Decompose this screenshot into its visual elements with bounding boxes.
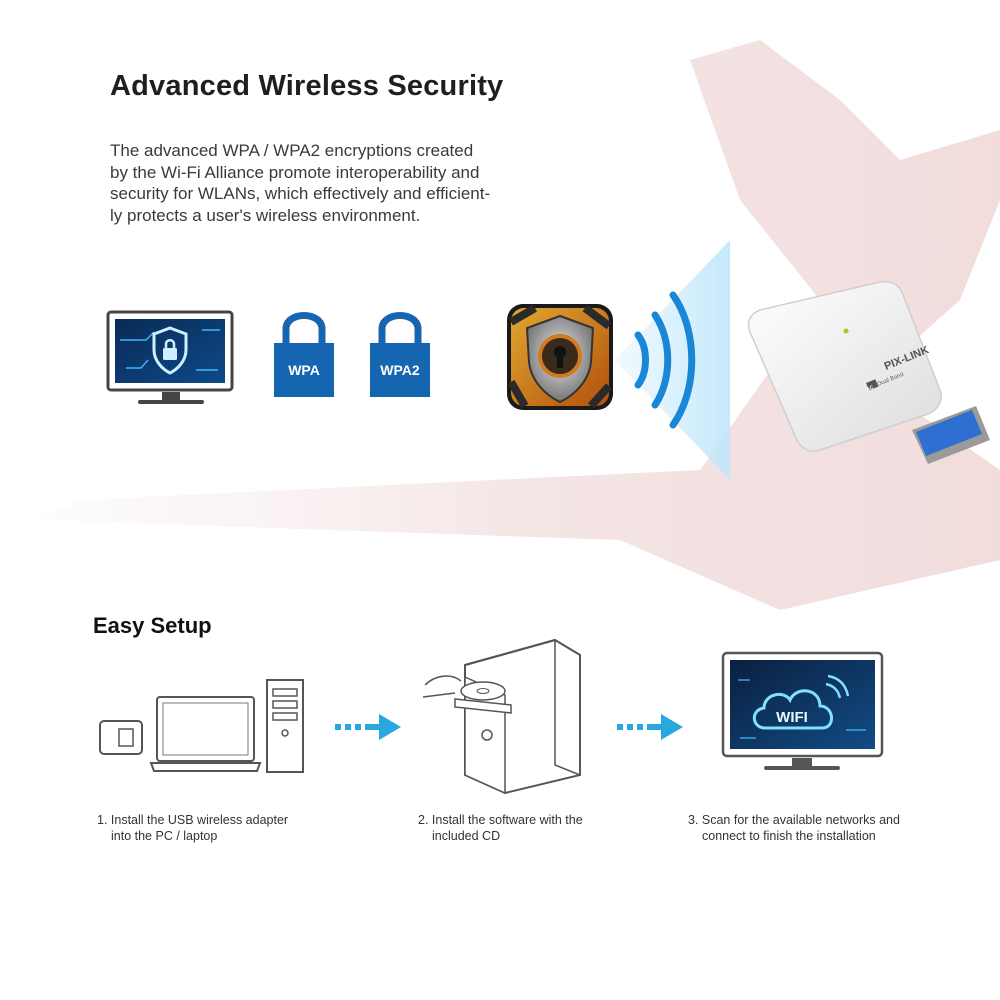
- step-3-text: 3. Scan for the available networks and c…: [688, 812, 928, 844]
- description-line: by the Wi-Fi Alliance promote interopera…: [110, 162, 480, 182]
- background-swoosh: [40, 40, 1000, 610]
- step-line: 3. Scan for the available networks and: [688, 813, 900, 827]
- wpa2-lock-icon: WPA2: [370, 312, 430, 397]
- description-line: security for WLANs, which effectively an…: [110, 184, 491, 203]
- section-title: Advanced Wireless Security: [110, 70, 504, 102]
- monitor-shield-icon: [106, 310, 234, 404]
- usb-adapter-image: PIX-LINK AC Dual Band: [747, 280, 990, 464]
- arrow-right-icon: [617, 714, 683, 740]
- lock-label: WPA: [288, 362, 320, 378]
- step-2-text: 2. Install the software with the include…: [418, 812, 618, 844]
- cd-drive-pc-illustration: [422, 638, 581, 795]
- step-line: 1. Install the USB wireless adapter: [97, 813, 289, 827]
- step-line: connect to finish the installation: [702, 829, 876, 843]
- lock-label: WPA2: [380, 362, 420, 378]
- wpa-lock-icon: WPA: [274, 312, 334, 397]
- security-description: The advanced WPA / WPA2 encryptions crea…: [110, 140, 530, 226]
- setup-heading: Easy Setup: [93, 613, 212, 638]
- arrow-right-icon: [335, 714, 401, 740]
- adapter-badge: AC: [866, 384, 875, 392]
- usb-laptop-pc-illustration: [99, 679, 304, 773]
- monitor-wifi-illustration: WIFI: [721, 651, 884, 770]
- step-1-text: 1. Install the USB wireless adapter into…: [97, 812, 327, 844]
- shield-keyhole-icon: [507, 304, 613, 410]
- description-line: The advanced WPA / WPA2 encryptions crea…: [110, 141, 474, 160]
- wifi-label: WIFI: [776, 709, 808, 726]
- wifi-waves-icon: [615, 240, 730, 480]
- step-line: into the PC / laptop: [111, 829, 218, 843]
- step-line: 2. Install the software with the: [418, 813, 583, 827]
- description-line: ly protects a user's wireless environmen…: [110, 205, 421, 225]
- step-line: included CD: [432, 829, 501, 843]
